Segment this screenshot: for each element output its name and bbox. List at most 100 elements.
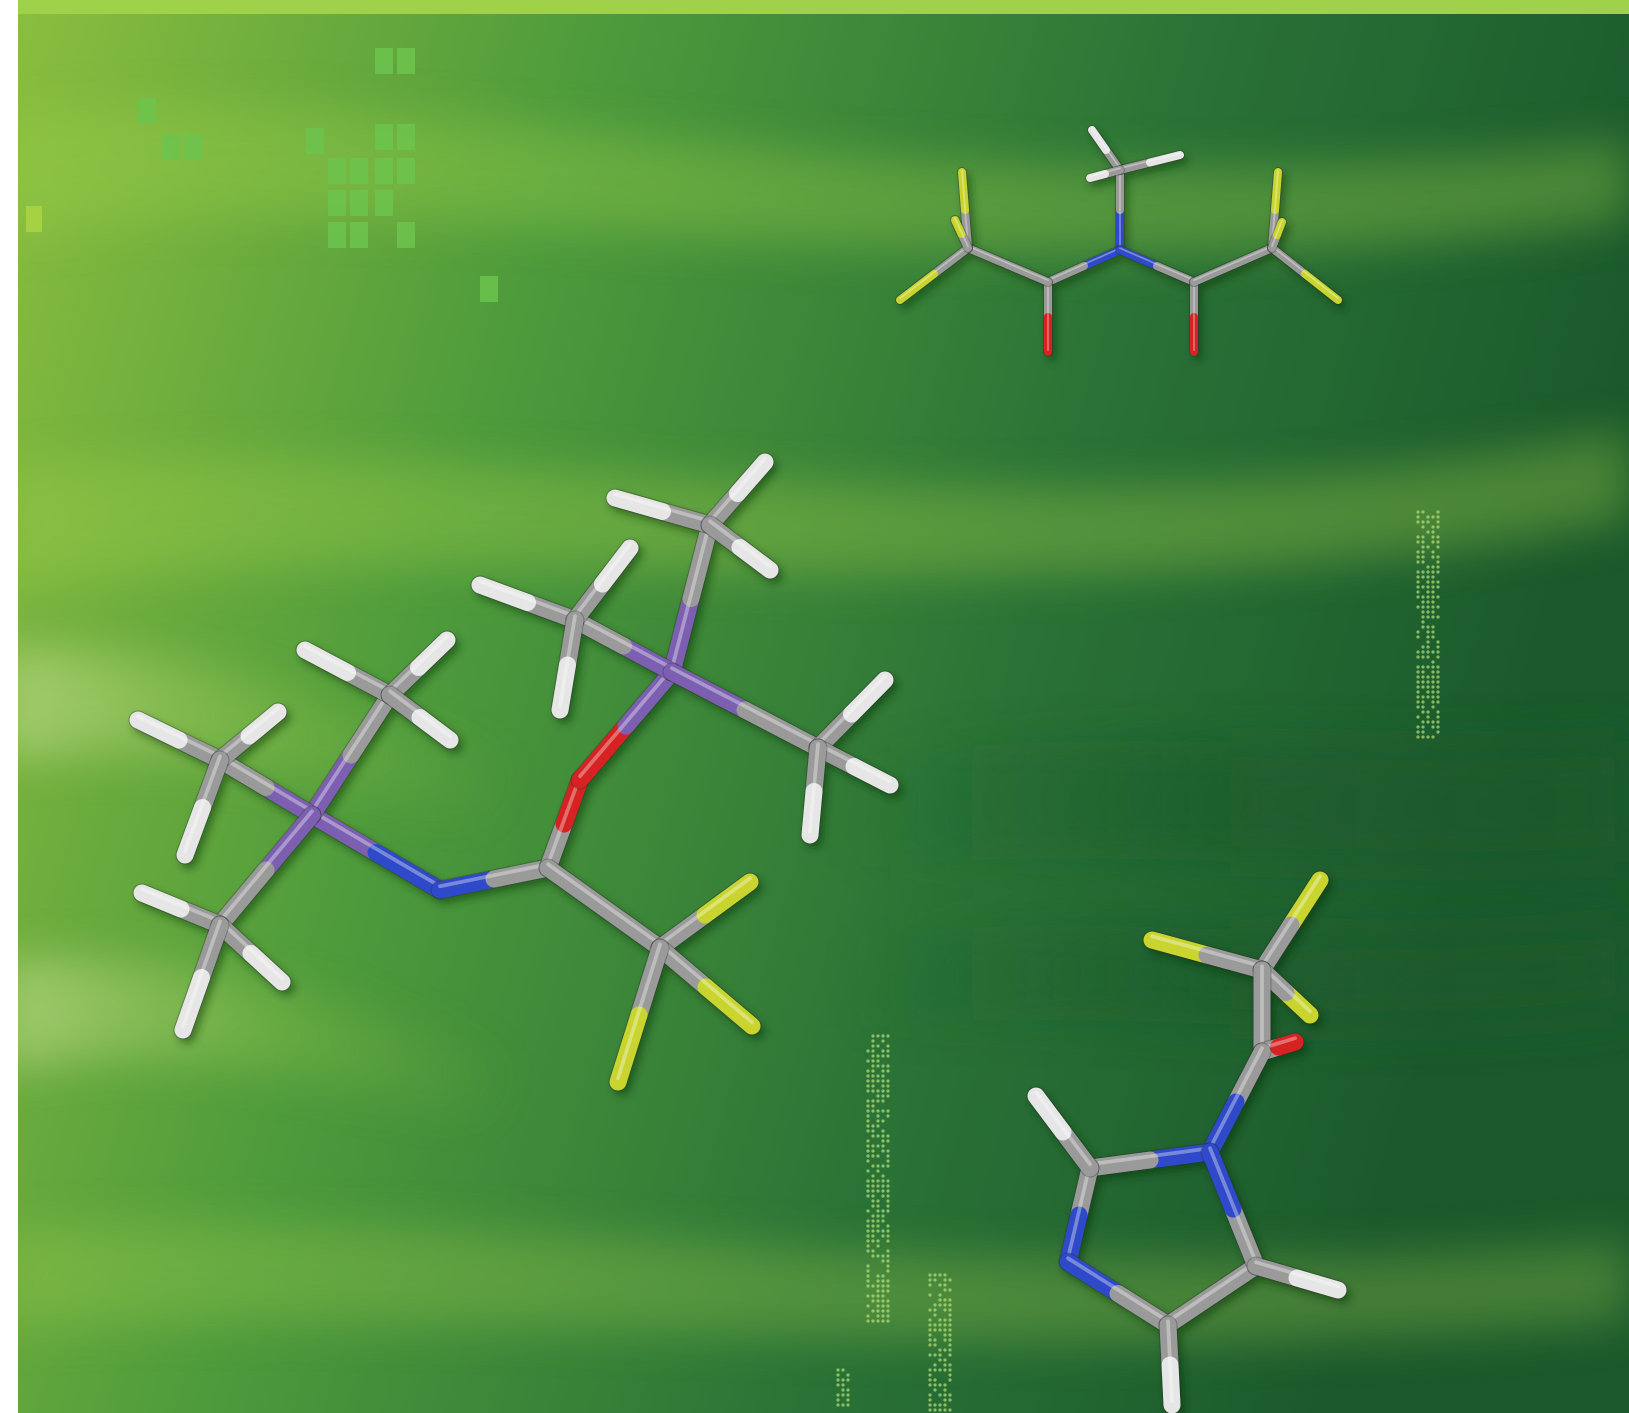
pattern-dot xyxy=(876,1299,880,1303)
pattern-dot xyxy=(876,1094,880,1098)
pattern-dot xyxy=(1421,705,1425,709)
pattern-dot xyxy=(1436,580,1440,584)
pattern-dot xyxy=(866,1224,870,1228)
pattern-dot xyxy=(1436,720,1440,724)
pattern-dot xyxy=(886,1179,890,1183)
pattern-dot xyxy=(938,1318,942,1322)
pattern-dot xyxy=(1431,610,1435,614)
pattern-dot xyxy=(886,1234,890,1238)
pattern-dot xyxy=(871,1214,875,1218)
pattern-dot xyxy=(943,1308,947,1312)
pattern-dot xyxy=(886,1299,890,1303)
pattern-dot xyxy=(1431,630,1435,634)
pattern-dot xyxy=(841,1393,845,1397)
pattern-dot xyxy=(886,1184,890,1188)
pattern-dot xyxy=(876,1169,880,1173)
pattern-dot xyxy=(876,1309,880,1313)
pattern-dot xyxy=(933,1353,937,1357)
pattern-dot xyxy=(866,1084,870,1088)
pattern-dot xyxy=(886,1239,890,1243)
pattern-dot xyxy=(1416,665,1420,669)
pattern-dot xyxy=(948,1348,952,1352)
pattern-dot xyxy=(1416,535,1420,539)
pattern-dot xyxy=(881,1039,885,1043)
pattern-dot xyxy=(876,1059,880,1063)
pattern-dot xyxy=(1431,680,1435,684)
pattern-dot xyxy=(1426,630,1430,634)
pattern-dot xyxy=(943,1328,947,1332)
pattern-dot xyxy=(886,1289,890,1293)
pattern-dot xyxy=(1421,560,1425,564)
pattern-dot xyxy=(1436,665,1440,669)
pattern-dot xyxy=(1416,560,1420,564)
pattern-dot xyxy=(1421,700,1425,704)
pattern-dot xyxy=(1426,680,1430,684)
pattern-dot xyxy=(948,1398,952,1402)
pattern-dot xyxy=(1431,575,1435,579)
pattern-dot xyxy=(1431,725,1435,729)
pattern-dot xyxy=(876,1294,880,1298)
pattern-dot xyxy=(1431,535,1435,539)
pattern-dot xyxy=(876,1189,880,1193)
pattern-dot xyxy=(886,1094,890,1098)
pattern-dot xyxy=(938,1303,942,1307)
pattern-dot xyxy=(876,1154,880,1158)
pattern-dot xyxy=(881,1254,885,1258)
pattern-dot xyxy=(928,1398,932,1402)
pattern-dot xyxy=(1421,645,1425,649)
pattern-square xyxy=(480,276,498,302)
pattern-dot xyxy=(938,1393,942,1397)
pattern-dot xyxy=(1431,550,1435,554)
pattern-dot xyxy=(886,1079,890,1083)
pattern-dot xyxy=(1416,735,1420,739)
pattern-dot xyxy=(886,1309,890,1313)
pattern-dot xyxy=(933,1338,937,1342)
pattern-dot xyxy=(876,1224,880,1228)
pattern-dot xyxy=(886,1194,890,1198)
pattern-square xyxy=(328,158,346,184)
pattern-dot xyxy=(1421,675,1425,679)
pattern-dot xyxy=(1431,585,1435,589)
pattern-dot xyxy=(881,1209,885,1213)
pattern-dot xyxy=(1421,520,1425,524)
background-streaks xyxy=(0,106,1629,1343)
pattern-dot xyxy=(886,1034,890,1038)
pattern-dot xyxy=(1426,685,1430,689)
pattern-dot xyxy=(928,1368,932,1372)
pattern-dot xyxy=(1421,540,1425,544)
pattern-dot xyxy=(948,1288,952,1292)
pattern-dot xyxy=(881,1214,885,1218)
pattern-dot xyxy=(1426,690,1430,694)
pattern-dot xyxy=(1421,625,1425,629)
pattern-square xyxy=(375,190,393,216)
pattern-dot xyxy=(1416,555,1420,559)
pattern-square xyxy=(328,222,346,248)
pattern-dot xyxy=(938,1358,942,1362)
pattern-square xyxy=(375,124,393,150)
pattern-square xyxy=(26,206,42,232)
pattern-dot xyxy=(933,1328,937,1332)
pattern-dot xyxy=(866,1209,870,1213)
pattern-dot xyxy=(1436,670,1440,674)
pattern-dot xyxy=(1426,520,1430,524)
pattern-dot xyxy=(938,1323,942,1327)
pattern-dot xyxy=(881,1294,885,1298)
pattern-dot xyxy=(1421,600,1425,604)
pattern-dot xyxy=(943,1283,947,1287)
acyl-imidazole-molecule xyxy=(1026,870,1348,1413)
pattern-dot xyxy=(928,1338,932,1342)
pattern-dot xyxy=(1416,730,1420,734)
pattern-dot xyxy=(881,1064,885,1068)
pattern-dot xyxy=(871,1099,875,1103)
pattern-dot xyxy=(928,1273,932,1277)
pattern-dot xyxy=(881,1309,885,1313)
pattern-dot xyxy=(886,1069,890,1073)
pattern-dot xyxy=(871,1129,875,1133)
pattern-dot xyxy=(938,1383,942,1387)
pattern-dot xyxy=(1436,715,1440,719)
pattern-dot xyxy=(1416,510,1420,514)
pattern-dot xyxy=(938,1403,942,1407)
pattern-dot xyxy=(1421,710,1425,714)
pattern-dot xyxy=(1421,510,1425,514)
